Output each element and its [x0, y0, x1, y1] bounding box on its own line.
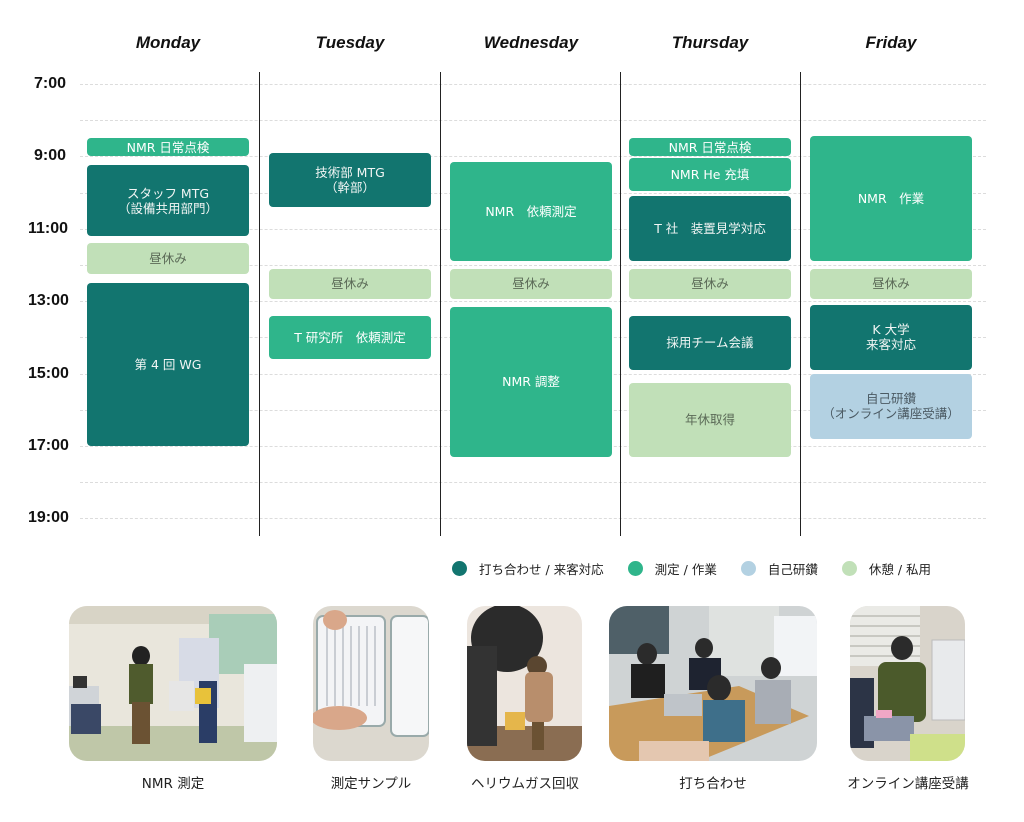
- legend: 打ち合わせ / 来客対応 測定 / 作業 自己研鑽 休憩 / 私用: [452, 559, 931, 578]
- event-block-thursday: 年休取得: [629, 382, 791, 457]
- online-course-photo: [850, 606, 965, 761]
- event-block-tuesday: T 研究所 依頼測定: [269, 315, 431, 360]
- hour-gridline: [80, 120, 986, 122]
- legend-label: 測定 / 作業: [654, 562, 717, 577]
- legend-dot-icon: [841, 561, 857, 576]
- event-block-monday: スタッフ MTG （設備共用部門）: [87, 165, 249, 237]
- legend-item-work: 測定 / 作業: [627, 559, 717, 578]
- legend-item-meeting: 打ち合わせ / 来客対応: [452, 559, 604, 578]
- column-divider: [259, 72, 260, 536]
- time-label: 9:00: [34, 147, 67, 165]
- event-block-thursday: T 社 装置見学対応: [629, 196, 791, 262]
- event-block-tuesday: 技術部 MTG （幹部）: [269, 152, 431, 208]
- day-header-wednesday: Wednesday: [483, 33, 579, 52]
- hour-gridline: [80, 265, 986, 266]
- photo-caption: オンライン講座受講: [847, 776, 969, 792]
- column-divider: [620, 72, 621, 536]
- hour-gridline: [80, 518, 986, 520]
- time-label: 11:00: [28, 219, 69, 237]
- event-block-monday: NMR 日常点検: [87, 138, 249, 157]
- column-divider: [440, 72, 441, 536]
- event-block-thursday: NMR 日常点検: [629, 138, 791, 157]
- hour-gridline: [80, 301, 986, 303]
- event-block-thursday: NMR He 充填: [629, 158, 791, 191]
- day-header-thursday: Thursday: [671, 33, 749, 52]
- helium-recovery-photo: [467, 606, 582, 761]
- hour-gridline: [80, 156, 986, 158]
- event-block-friday: 自己研鑽 （オンライン講座受講）: [810, 373, 972, 439]
- time-label: 15:00: [28, 364, 69, 382]
- photo-caption: 測定サンプル: [330, 776, 412, 792]
- column-divider: [800, 72, 801, 536]
- time-label: 17:00: [28, 437, 69, 454]
- day-header-tuesday: Tuesday: [315, 33, 385, 52]
- legend-label: 自己研鑽: [767, 562, 818, 577]
- time-label: 13:00: [28, 292, 69, 310]
- time-label: 19:00: [28, 509, 69, 527]
- photo-caption: 打ち合わせ: [679, 776, 747, 792]
- photo-caption: NMR 測定: [141, 776, 205, 792]
- event-block-wednesday: NMR 依頼測定: [450, 161, 612, 262]
- day-header-monday: Monday: [135, 33, 201, 52]
- legend-item-rest: 休憩 / 私用: [841, 559, 932, 578]
- photo-caption: ヘリウムガス回収: [471, 776, 579, 792]
- nmr-spectrometer-photo: [69, 606, 277, 761]
- legend-item-study: 自己研鑽: [740, 559, 818, 578]
- event-block-wednesday: NMR 調整: [450, 306, 612, 457]
- event-block-tuesday: 昼休み: [269, 268, 431, 300]
- meeting-photo: [609, 606, 817, 761]
- event-block-thursday: 採用チーム会議: [629, 315, 791, 370]
- time-label: 7:00: [34, 75, 67, 92]
- hour-gridline: [80, 84, 986, 85]
- legend-label: 休憩 / 私用: [868, 562, 932, 577]
- event-block-friday: K 大学 来客対応: [810, 304, 972, 370]
- day-header-friday: Friday: [865, 33, 917, 52]
- legend-dot-icon: [452, 561, 467, 576]
- legend-dot-icon: [740, 561, 756, 576]
- event-block-monday: 昼休み: [87, 243, 249, 275]
- legend-label: 打ち合わせ / 来客対応: [479, 562, 604, 577]
- event-block-wednesday: 昼休み: [450, 268, 612, 300]
- sample-tray-photo: [313, 606, 429, 761]
- hour-gridline: [80, 482, 986, 484]
- event-block-thursday: 昼休み: [629, 268, 791, 300]
- event-block-friday: 昼休み: [810, 268, 972, 300]
- event-block-friday: NMR 作業: [810, 136, 972, 262]
- legend-dot-icon: [627, 561, 643, 576]
- event-block-monday: 第 4 回 WG: [87, 283, 249, 446]
